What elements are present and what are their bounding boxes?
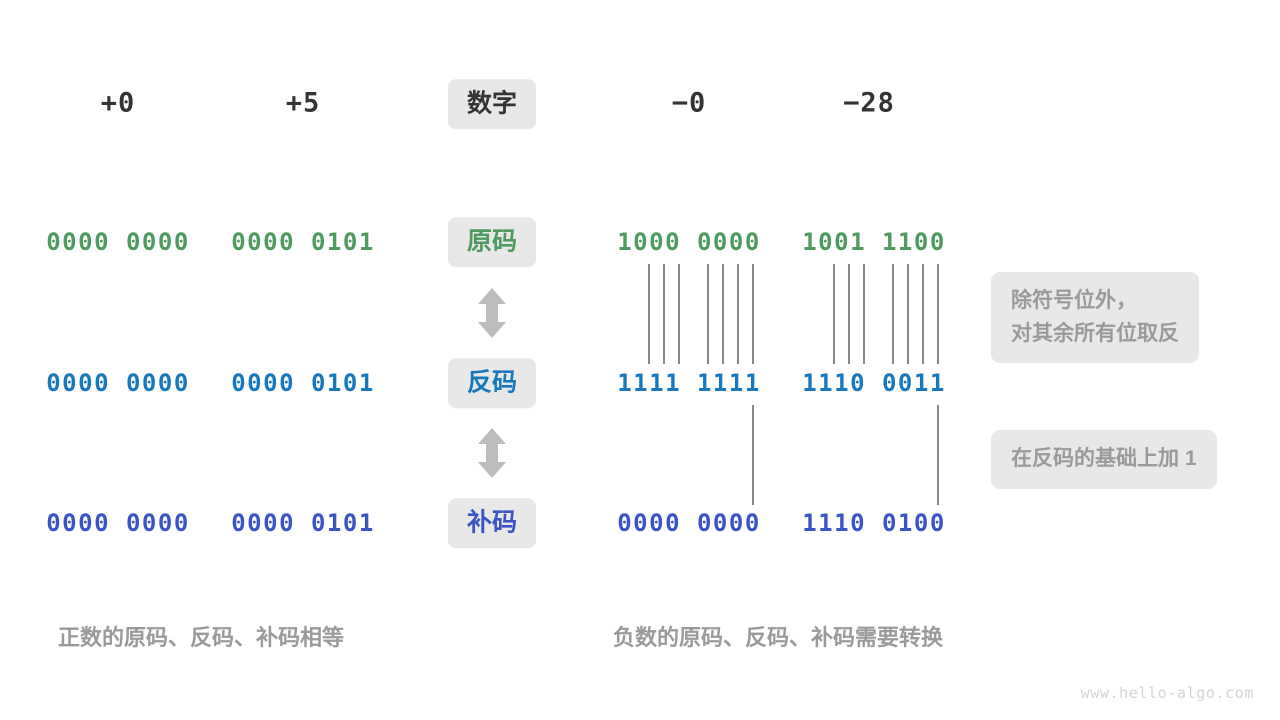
header-label-number: 数字	[447, 79, 537, 129]
connector-line-invert	[922, 264, 924, 364]
row-label-sign-magnitude: 原码	[447, 217, 537, 267]
twos-complement-minus-zero-bits: 0000 0000	[617, 509, 761, 537]
connector-line-invert	[648, 264, 650, 364]
sign-magnitude-plus-five-bits: 0000 0101	[231, 228, 375, 256]
connector-line-invert	[678, 264, 680, 364]
double-arrow-icon-ones-to-twos	[475, 427, 509, 479]
header-number-plus-zero: +0	[100, 87, 136, 119]
connector-line-invert	[863, 264, 865, 364]
connector-line-invert	[848, 264, 850, 364]
connector-line-add-one	[752, 405, 754, 505]
connector-line-invert	[752, 264, 754, 364]
note-add-one-to-ones-complement: 在反码的基础上加 1	[991, 430, 1217, 489]
sign-magnitude-minus-zero-bits: 1000 0000	[617, 228, 761, 256]
ones-complement-plus-zero-bits: 0000 0000	[46, 369, 190, 397]
header-number-plus-five: +5	[285, 87, 321, 119]
sign-magnitude-minus-twentyeight-bits: 1001 1100	[802, 228, 946, 256]
header-number-minus-twentyeight: −28	[843, 87, 895, 119]
twos-complement-minus-twentyeight-bits: 1110 0100	[802, 509, 946, 537]
connector-line-invert	[892, 264, 894, 364]
connector-line-invert	[707, 264, 709, 364]
connector-line-invert	[907, 264, 909, 364]
connector-line-invert	[722, 264, 724, 364]
connector-line-invert	[833, 264, 835, 364]
header-number-minus-zero: −0	[671, 87, 707, 119]
note-invert-all-but-sign-bit: 除符号位外， 对其余所有位取反	[991, 272, 1199, 364]
connector-line-invert	[663, 264, 665, 364]
connector-line-invert	[737, 264, 739, 364]
row-label-ones-complement: 反码	[447, 358, 537, 408]
ones-complement-minus-zero-bits: 1111 1111	[617, 369, 761, 397]
row-label-twos-complement: 补码	[447, 498, 537, 548]
twos-complement-plus-five-bits: 0000 0101	[231, 509, 375, 537]
connector-line-add-one	[937, 405, 939, 505]
double-arrow-icon-sign-to-ones	[475, 287, 509, 339]
site-watermark: www.hello-algo.com	[1080, 684, 1254, 702]
ones-complement-minus-twentyeight-bits: 1110 0011	[802, 369, 946, 397]
connector-line-invert	[937, 264, 939, 364]
sign-magnitude-plus-zero-bits: 0000 0000	[46, 228, 190, 256]
caption-positive-numbers: 正数的原码、反码、补码相等	[58, 625, 345, 650]
twos-complement-plus-zero-bits: 0000 0000	[46, 509, 190, 537]
ones-complement-plus-five-bits: 0000 0101	[231, 369, 375, 397]
caption-negative-numbers: 负数的原码、反码、补码需要转换	[613, 625, 944, 650]
